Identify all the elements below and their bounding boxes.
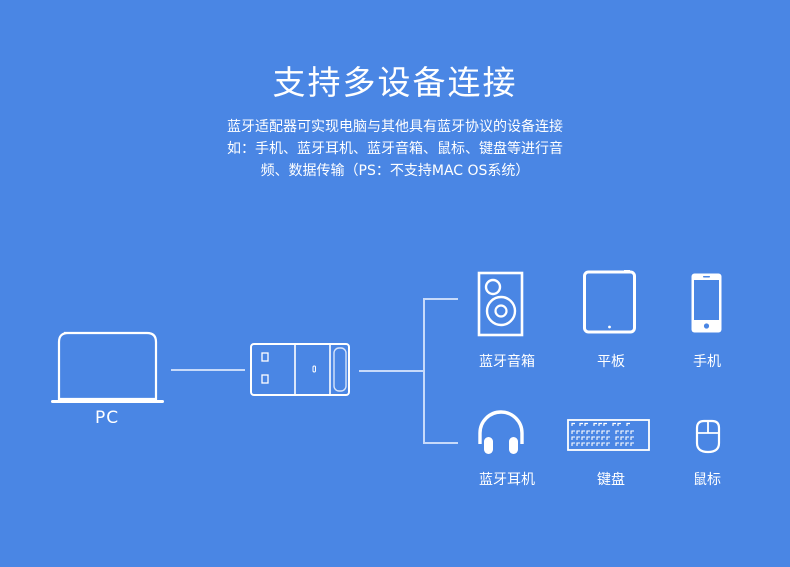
page-title: 支持多设备连接 <box>272 63 518 102</box>
connector-adapter-devices <box>359 370 423 372</box>
keyboard-icon <box>567 419 650 451</box>
device-label-tablet: 平板 <box>597 354 625 370</box>
description-line-2: 如：手机、蓝牙耳机、蓝牙音箱、鼠标、键盘等进行音 <box>227 141 563 157</box>
device-label-phone: 手机 <box>693 354 721 370</box>
device-label-mouse: 鼠标 <box>693 472 721 488</box>
description: 蓝牙适配器可实现电脑与其他具有蓝牙协议的设备连接 如：手机、蓝牙耳机、蓝牙音箱、… <box>0 116 790 182</box>
device-label-speaker: 蓝牙音箱 <box>479 354 535 370</box>
headphones-icon <box>478 410 524 454</box>
connector-bracket-vertical <box>423 298 425 444</box>
tablet-icon <box>583 270 636 334</box>
speaker-icon <box>477 271 524 337</box>
description-line-1: 蓝牙适配器可实现电脑与其他具有蓝牙协议的设备连接 <box>227 119 563 135</box>
phone-icon <box>691 273 722 333</box>
device-label-keyboard: 键盘 <box>597 472 625 488</box>
connector-bracket-bottom <box>423 442 458 444</box>
laptop-icon <box>51 331 164 403</box>
device-label-headphones: 蓝牙耳机 <box>479 472 535 488</box>
usb-bluetooth-dongle-icon <box>250 343 350 396</box>
pc-label: PC <box>94 408 120 428</box>
connector-bracket-top <box>423 298 458 300</box>
mouse-icon <box>695 419 721 454</box>
connector-pc-adapter <box>171 369 245 371</box>
description-line-3: 频、数据传输（PS：不支持MAC OS系统） <box>260 163 530 179</box>
